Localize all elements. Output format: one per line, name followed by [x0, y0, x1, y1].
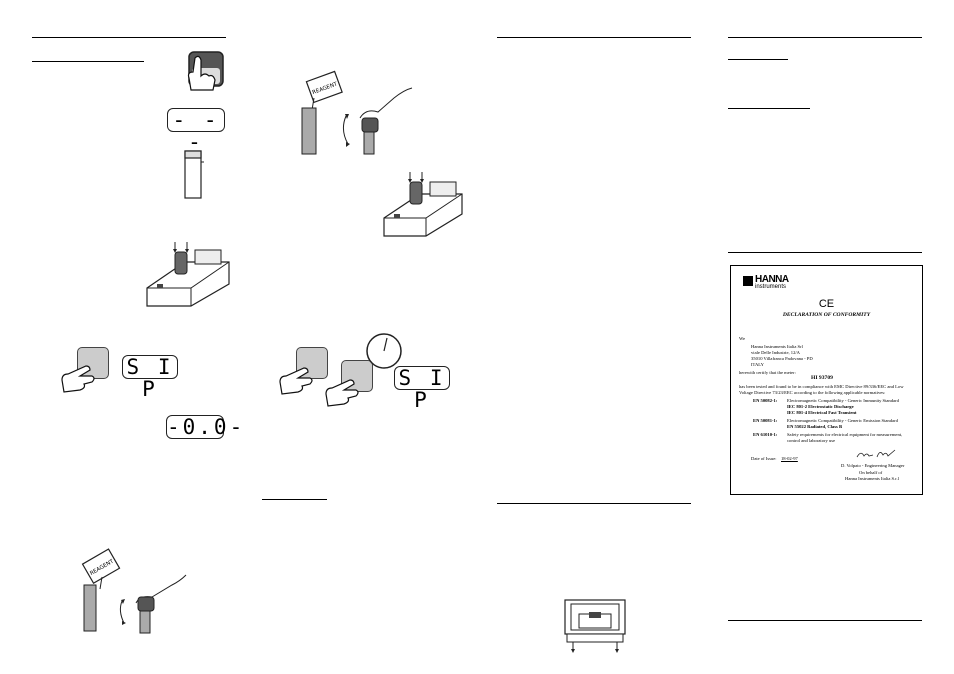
col1-top-rule [32, 37, 226, 38]
cert-on-behalf: On behalf of [859, 470, 883, 475]
cert-standard-line: IEC 801-4 Electrical Fast Transient [787, 410, 857, 415]
signature-graphic [856, 449, 896, 458]
cert-standard-line: EN 55022 Radiated, Class B [787, 424, 843, 429]
cert-standard-line: Safety requirements for electrical equip… [787, 432, 903, 437]
col1-heading-underline [32, 61, 144, 62]
hanna-logo-subtext: instruments [755, 284, 787, 290]
cert-signer: D. Volpato - Engineering Manager [841, 463, 905, 468]
certificate-title: DECLARATION OF CONFORMITY [782, 312, 871, 318]
cert-date-value: 18-02-97 [781, 456, 798, 461]
cert-we: We [739, 336, 746, 341]
cert-standard-line: Electromagnetic Compatibility - Generic … [787, 418, 898, 423]
display-dashes: - - - [167, 108, 225, 153]
display-sip-2: S I P [394, 366, 450, 411]
cert-company-line: viale Delle Industrie, 12/A [751, 350, 800, 355]
col2-heading-underline [262, 499, 327, 500]
cert-standard-line: IEC 801-2 Electrostatic Discharge [787, 404, 854, 409]
hand-icon [279, 367, 313, 395]
col3-top-rule [497, 37, 691, 38]
cert-standard-line: control and laboratory use [787, 438, 836, 443]
battery-replacement-illustration [564, 599, 626, 653]
cert-standard-code: EN 61010-1: [753, 432, 778, 437]
add-reagent-shake-illustration-2: REAGENT [81, 548, 187, 634]
col4-bottom-rule [728, 620, 922, 621]
display-sip-1: S I P [122, 355, 178, 400]
hanna-logo [743, 276, 753, 286]
cert-company-line: Hanna Instruments Italia Srl [751, 344, 803, 349]
cert-compliance-line: has been tested and found to be in compl… [739, 384, 904, 389]
hand-icon [61, 365, 95, 393]
declaration-of-conformity-certificate: HANNA instruments CE DECLARATION OF CONF… [730, 265, 923, 495]
hand-icon [325, 379, 359, 407]
col3-bottom-rule [497, 503, 691, 504]
cert-compliance-line: Voltage Directive 73/23/EEC according to… [739, 390, 886, 395]
cuvette-illustration [184, 150, 204, 199]
press-key-illustration [187, 51, 224, 91]
meter-insert-illustration-2 [383, 172, 463, 237]
cert-certify: herewith certify that the meter: [739, 370, 796, 375]
hanna-logo-text: HANNA [755, 274, 789, 285]
cert-company-line: ITALY [751, 362, 764, 367]
ce-mark: CE [818, 298, 835, 310]
meter-insert-illustration-1 [146, 242, 230, 307]
cert-company-line: 35010 Villafranca Padovana - PD [751, 356, 813, 361]
cert-standard-line: Electromagnetic Compatibility - Generic … [787, 398, 899, 403]
timer-clock-icon [366, 333, 402, 369]
col4-top-rule [728, 37, 922, 38]
col4-heading-underline-1 [728, 59, 788, 60]
cert-standard-code: EN 50081-1: [753, 418, 778, 423]
col4-heading-underline-2 [728, 108, 810, 109]
col4-mid-rule [728, 252, 922, 253]
add-reagent-shake-illustration-1: REAGENT [301, 70, 413, 155]
cert-standard-code: EN 50082-1: [753, 398, 778, 403]
cert-on-behalf-company: Hanna Instruments Italia S.r.l [845, 476, 899, 481]
cert-model: HI 93709 [811, 375, 833, 381]
display-zero: -0.0- [166, 415, 246, 439]
cert-date-label: Date of Issue: [751, 456, 777, 461]
